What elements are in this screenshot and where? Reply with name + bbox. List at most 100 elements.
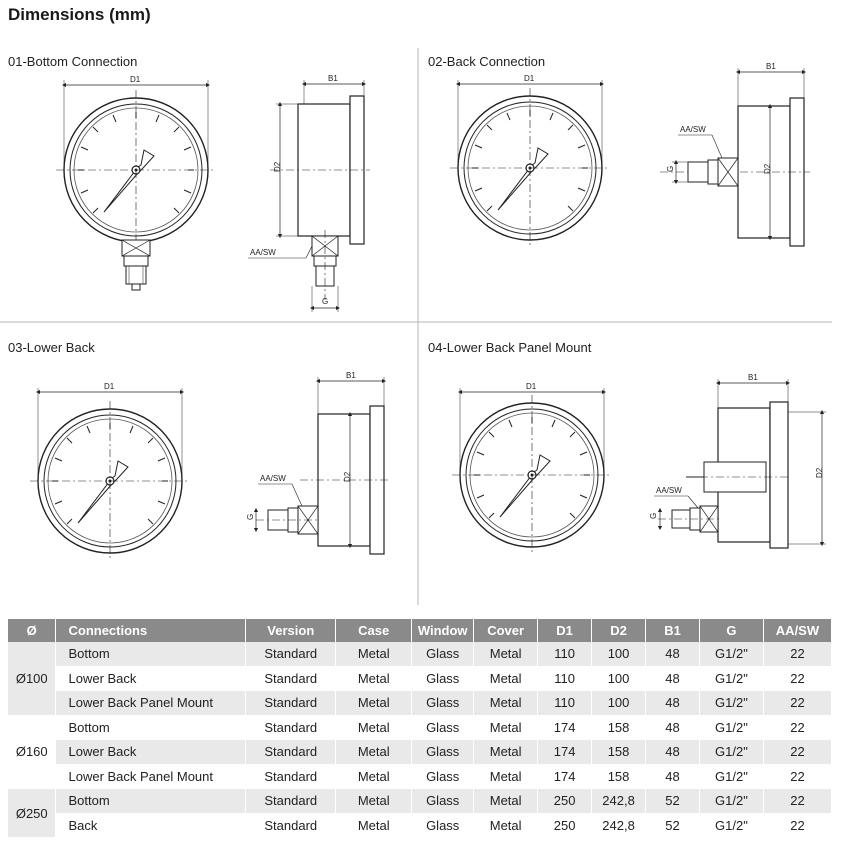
table-header-row: Ø Connections Version Case Window Cover … xyxy=(8,619,833,642)
gauge-front-back-connection: D1 xyxy=(449,74,611,249)
header-aasw: AA/SW xyxy=(763,619,833,642)
section-label-lower-back-panel-mount: 04-Lower Back Panel Mount xyxy=(428,340,592,355)
cell-window: Glass xyxy=(411,690,475,716)
cell-case: Metal xyxy=(335,788,413,814)
gauge-front-lower-back: D1 xyxy=(29,382,191,562)
cell-version: Standard xyxy=(245,690,337,716)
header-case: Case xyxy=(335,619,413,642)
cell-d1: 174 xyxy=(537,715,593,740)
dim-label-aasw: AA/SW xyxy=(680,125,706,134)
cell-d1: 250 xyxy=(537,813,593,838)
dim-label-aasw: AA/SW xyxy=(250,248,276,257)
cell-g: G1/2" xyxy=(699,813,764,838)
diameter-group-cell: Ø100 xyxy=(8,642,57,716)
dim-label-b1: B1 xyxy=(748,373,758,382)
cell-case: Metal xyxy=(335,715,413,740)
cell-b1: 48 xyxy=(645,690,700,716)
dim-label-d2: D2 xyxy=(273,161,282,172)
cell-window: Glass xyxy=(411,788,475,814)
cell-g: G1/2" xyxy=(699,642,764,667)
header-g: G xyxy=(699,619,764,642)
cell-window: Glass xyxy=(411,642,475,667)
cell-d1: 174 xyxy=(537,764,593,789)
diameter-group-cell: Ø160 xyxy=(8,715,57,789)
cell-d2: 100 xyxy=(591,690,647,716)
header-diameter: Ø xyxy=(8,619,57,642)
gauge-front-lower-back-panel-mount: D1 xyxy=(451,382,613,556)
cell-version: Standard xyxy=(245,642,337,667)
dim-label-d1: D1 xyxy=(524,74,535,83)
cell-b1: 48 xyxy=(645,739,700,765)
cell-version: Standard xyxy=(245,739,337,765)
section-label-bottom-connection: 01-Bottom Connection xyxy=(8,54,138,69)
cell-cover: Metal xyxy=(473,715,539,740)
cell-connection: Bottom xyxy=(55,642,247,667)
cell-case: Metal xyxy=(335,764,413,789)
dim-label-aasw: AA/SW xyxy=(260,474,286,483)
page-title: Dimensions (mm) xyxy=(8,5,151,24)
dim-label-d2: D2 xyxy=(815,467,824,478)
cell-d2: 158 xyxy=(591,715,647,740)
cell-d2: 100 xyxy=(591,642,647,667)
cell-g: G1/2" xyxy=(699,690,764,716)
header-d2: D2 xyxy=(591,619,647,642)
cell-window: Glass xyxy=(411,739,475,765)
section-label-back-connection: 02-Back Connection xyxy=(428,54,546,69)
section-label-lower-back: 03-Lower Back xyxy=(8,340,95,355)
gauge-side-lower-back: B1 D2 G AA/SW xyxy=(246,371,390,555)
cell-version: Standard xyxy=(245,813,337,838)
cell-d1: 250 xyxy=(537,788,593,814)
cell-version: Standard xyxy=(245,764,337,789)
cell-aasw: 22 xyxy=(763,788,833,814)
cell-aasw: 22 xyxy=(763,764,833,789)
cell-g: G1/2" xyxy=(699,764,764,789)
cell-cover: Metal xyxy=(473,788,539,814)
cell-case: Metal xyxy=(335,642,413,667)
cell-connection: Lower Back xyxy=(55,739,247,765)
cell-case: Metal xyxy=(335,739,413,765)
cell-aasw: 22 xyxy=(763,642,833,667)
cell-aasw: 22 xyxy=(763,739,833,765)
diameter-group-cell: Ø250 xyxy=(8,788,57,838)
header-window: Window xyxy=(411,619,475,642)
cell-case: Metal xyxy=(335,690,413,716)
cell-d1: 110 xyxy=(537,666,593,691)
cell-aasw: 22 xyxy=(763,715,833,740)
cell-connection: Back xyxy=(55,813,247,838)
cell-d2: 100 xyxy=(591,666,647,691)
specifications-table: Ø Connections Version Case Window Cover … xyxy=(8,619,833,838)
header-version: Version xyxy=(245,619,337,642)
cell-case: Metal xyxy=(335,666,413,691)
header-b1: B1 xyxy=(645,619,700,642)
gauge-front-bottom-connection: D1 xyxy=(55,75,217,291)
cell-connection: Lower Back xyxy=(55,666,247,691)
cell-cover: Metal xyxy=(473,642,539,667)
cell-version: Standard xyxy=(245,788,337,814)
cell-d1: 174 xyxy=(537,739,593,765)
header-cover: Cover xyxy=(473,619,539,642)
dim-label-d2: D2 xyxy=(343,471,352,482)
cell-g: G1/2" xyxy=(699,788,764,814)
cell-aasw: 22 xyxy=(763,690,833,716)
header-d1: D1 xyxy=(537,619,593,642)
dim-label-b1: B1 xyxy=(346,371,356,380)
dim-label-g: G xyxy=(666,166,675,172)
gauge-side-lower-back-panel-mount: B1 D2 G AA/SW xyxy=(649,373,826,549)
dim-label-b1: B1 xyxy=(766,62,776,71)
cell-window: Glass xyxy=(411,813,475,838)
cell-g: G1/2" xyxy=(699,739,764,765)
cell-d1: 110 xyxy=(537,690,593,716)
dim-label-d1: D1 xyxy=(130,75,141,84)
cell-version: Standard xyxy=(245,666,337,691)
dim-label-d2: D2 xyxy=(763,163,772,174)
cell-b1: 48 xyxy=(645,642,700,667)
cell-g: G1/2" xyxy=(699,666,764,691)
cell-d2: 242,8 xyxy=(591,813,647,838)
dim-label-d1: D1 xyxy=(104,382,115,391)
